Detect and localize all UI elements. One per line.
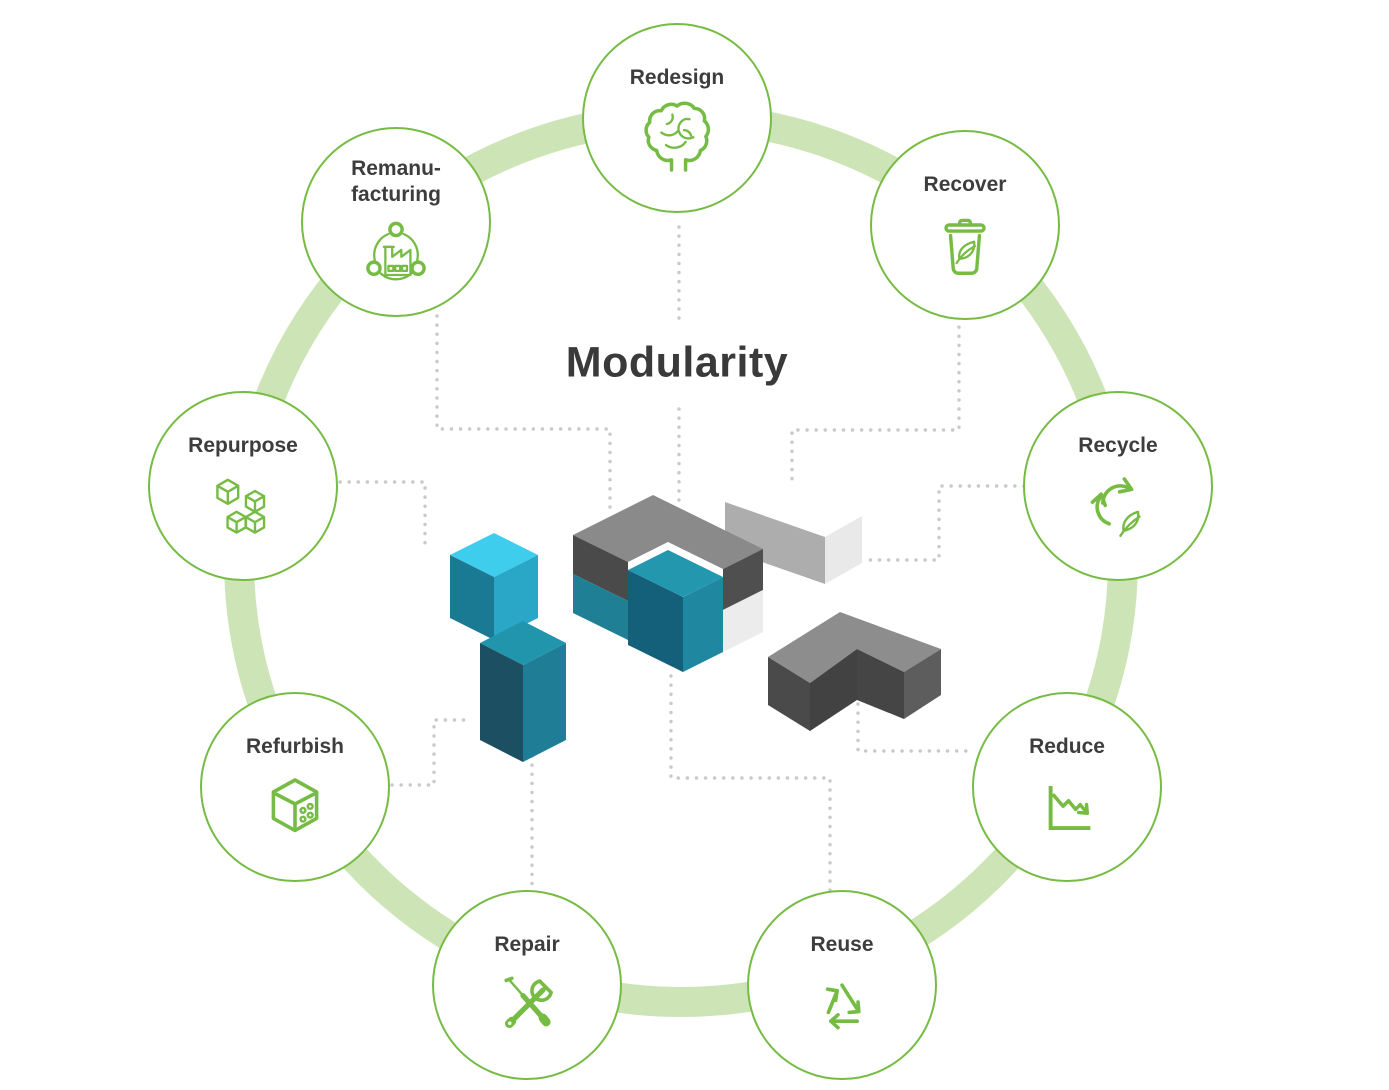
tall-teal-block: [480, 621, 566, 762]
recycle-leaf-icon: [1090, 476, 1141, 537]
node-repair: Repair: [432, 890, 622, 1080]
connector-recover: [790, 316, 961, 488]
brain-icon: [644, 101, 711, 172]
node-label: Refurbish: [245, 735, 344, 758]
node-label: Reduce: [1029, 735, 1105, 758]
node-reuse: Reuse: [747, 890, 937, 1080]
node-label: Repair: [494, 933, 560, 956]
node-label: Redesign: [629, 66, 725, 89]
factory-cycle-icon: [366, 221, 426, 281]
recycle-arrows-icon: [825, 983, 861, 1030]
node-label: Recycle: [1078, 434, 1158, 457]
node-remanufacturing: Remanu- facturing: [301, 127, 491, 317]
tools-icon: [504, 976, 553, 1028]
node-label: Recover: [923, 173, 1007, 196]
cube-dots-icon: [271, 777, 319, 832]
connector-recycle: [862, 484, 1026, 562]
node-label: Repurpose: [188, 434, 298, 457]
dotted-connectors: [338, 225, 1026, 893]
connector-reduce: [856, 702, 975, 753]
connector-refurbish: [390, 718, 472, 787]
declining-chart-icon: [1048, 785, 1091, 830]
node-reduce: Reduce: [972, 692, 1162, 882]
connector-reuse: [669, 674, 832, 893]
node-label: Remanu- facturing: [351, 157, 441, 206]
connector-remanufacturing: [435, 314, 612, 513]
node-repurpose: Repurpose: [148, 391, 338, 581]
trash-leaf-icon: [944, 218, 986, 275]
gray-plank: [725, 502, 862, 584]
big-modular-cube: [573, 495, 763, 672]
connector-repurpose: [338, 480, 427, 553]
node-refurbish: Refurbish: [200, 692, 390, 882]
node-recover: Recover: [870, 130, 1060, 320]
node-recycle: Recycle: [1023, 391, 1213, 581]
cyan-cube: [450, 533, 538, 640]
modular-cubes-illustration: [450, 495, 941, 762]
diagram-title: Modularity: [565, 338, 789, 387]
node-redesign: Redesign: [582, 23, 772, 213]
node-label: Reuse: [810, 933, 874, 956]
stacked-cubes-icon: [216, 478, 266, 534]
l-shaped-block: [768, 612, 941, 731]
